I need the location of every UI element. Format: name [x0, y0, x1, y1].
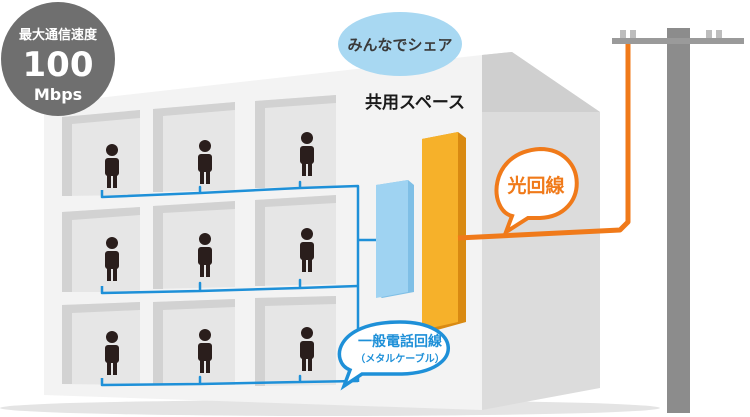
phone-bubble: 一般電話回線 （メタルケーブル） — [337, 320, 450, 391]
share-bubble-text: みんなでシェア — [347, 36, 452, 54]
speed-badge: 最大通信速度 100 Mbps — [1, 2, 115, 116]
unit-2-3-depth — [255, 195, 336, 286]
share-bubble-shape — [338, 12, 462, 76]
person-icon — [105, 331, 119, 375]
unit-1-1 — [62, 110, 140, 196]
speed-badge-unit: Mbps — [34, 85, 82, 104]
unit-1-2-depth — [153, 102, 235, 192]
unit-row-2 — [62, 195, 336, 292]
residents — [105, 132, 314, 375]
person-icon — [300, 228, 314, 272]
fiber-line — [457, 44, 631, 241]
fiber-bubble-text: 光回線 — [506, 174, 564, 197]
unit-2-2 — [153, 201, 235, 289]
unit-3-3-depth — [255, 296, 336, 386]
person-icon — [300, 327, 314, 371]
unit-3-3 — [255, 296, 336, 386]
share-bubble: みんなでシェア — [338, 12, 462, 76]
phone-bubble-shape — [337, 320, 450, 391]
pole-shaft — [667, 28, 690, 413]
unit-2-3 — [255, 195, 336, 286]
person-icon — [198, 233, 212, 277]
unit-2-1-depth — [62, 207, 140, 292]
building-side-face — [482, 52, 600, 410]
unit-1-2 — [153, 102, 235, 192]
wiring-row-3 — [100, 374, 359, 387]
unit-row-1 — [62, 95, 336, 196]
phone-wiring — [100, 180, 378, 387]
unit-1-1-depth — [62, 110, 140, 196]
person-icon — [105, 237, 119, 281]
wiring-row-1 — [100, 180, 360, 382]
person-icon — [300, 132, 314, 176]
unit-1-3-depth — [255, 95, 336, 188]
unit-3-2-depth — [153, 299, 235, 385]
utility-pole — [612, 28, 744, 413]
phone-bubble-subtitle: （メタルケーブル） — [355, 352, 444, 365]
speed-badge-circle — [1, 2, 115, 116]
speed-badge-label: 最大通信速度 — [19, 27, 98, 43]
fiber-panel — [422, 132, 458, 330]
phone-bubble-title: 一般電話回線 — [358, 333, 442, 350]
person-icon — [198, 140, 212, 184]
unit-2-2-depth — [153, 201, 235, 289]
unit-row-3 — [62, 296, 336, 386]
unit-3-2 — [153, 299, 235, 385]
building-roof-edge — [482, 52, 600, 112]
fiber-bubble: 光回線 — [494, 146, 579, 237]
person-icon — [198, 329, 212, 373]
shared-space-label: 共用スペース — [365, 93, 465, 113]
wiring-row-2 — [100, 278, 359, 295]
splitter-panel — [376, 180, 408, 298]
unit-3-1-depth — [62, 302, 140, 384]
unit-2-1 — [62, 207, 140, 292]
speed-badge-value: 100 — [23, 45, 94, 85]
fiber-bubble-shape — [494, 146, 579, 237]
person-icon — [105, 144, 119, 188]
unit-1-3 — [255, 95, 336, 188]
pole-crossarm — [612, 38, 744, 44]
unit-3-1 — [62, 302, 140, 385]
insulators — [620, 30, 722, 38]
